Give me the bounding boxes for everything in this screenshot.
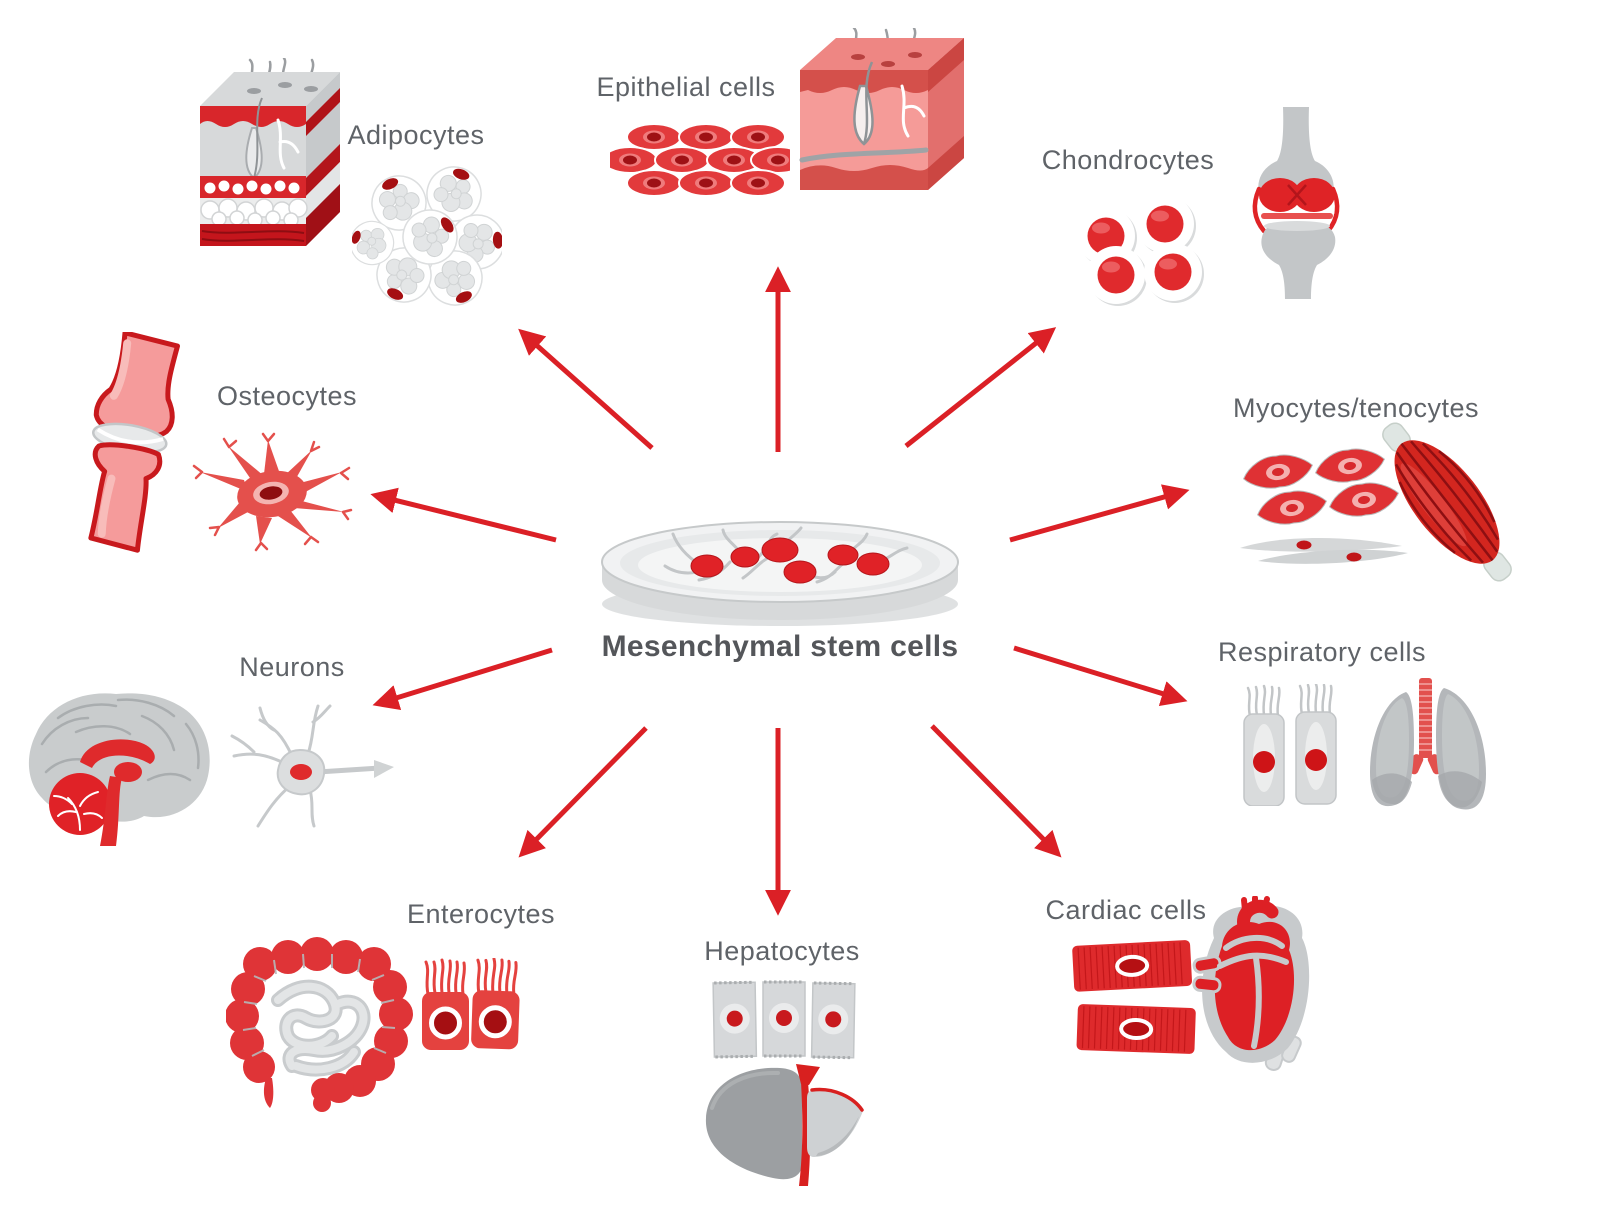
petri-dish-stem-cells-icon — [601, 521, 959, 626]
osteocytes-label: Osteocytes — [216, 381, 358, 411]
chondrocytes-label: Chondrocytes — [1041, 145, 1215, 175]
intestines-icon — [226, 937, 413, 1112]
chondrocyte-cells-icon — [1077, 195, 1204, 306]
enterocytes-label: Enterocytes — [406, 899, 556, 929]
arrow-to-myocytes — [1009, 484, 1190, 543]
arrow-to-neurons — [372, 647, 553, 711]
muscle-icon — [1382, 422, 1512, 582]
arrow-to-respiratory — [1013, 645, 1188, 707]
epithelial-label: Epithelial cells — [596, 72, 776, 102]
neurons-label: Neurons — [239, 652, 345, 682]
cardiac-label: Cardiac cells — [1045, 895, 1207, 925]
myocytes-label: Myocytes/tenocytes — [1232, 393, 1480, 423]
bone-joint-icon — [88, 332, 180, 553]
osteocyte-cell-icon — [192, 432, 353, 552]
myocyte-tenocyte-cells-icon — [1240, 448, 1408, 564]
enterocyte-cells-icon — [420, 958, 528, 1054]
skin-block-icon — [799, 28, 964, 190]
hepatocyte-cells-icon — [712, 980, 857, 1060]
lungs-icon — [1370, 678, 1486, 810]
arrow-to-osteocytes — [370, 487, 557, 543]
center-title: Mesenchymal stem cells — [601, 630, 959, 663]
epithelial-cell-sheet-icon — [610, 123, 790, 197]
adipocytes-label: Adipocytes — [347, 120, 485, 150]
arrow-to-chondrocytes — [904, 327, 1057, 448]
arrow-to-enterocytes — [518, 726, 648, 858]
heart-icon — [1192, 896, 1310, 1071]
respiratory-label: Respiratory cells — [1217, 637, 1427, 667]
hepatocytes-label: Hepatocytes — [704, 936, 860, 966]
knee-joint-icon — [1252, 107, 1340, 299]
liver-icon — [705, 1064, 864, 1186]
arrow-to-cardiac — [930, 724, 1062, 858]
ciliated-cells-icon — [1242, 684, 1338, 806]
brain-icon — [28, 693, 210, 846]
arrow-to-adipocytes — [518, 328, 654, 450]
neuron-icon — [230, 704, 394, 828]
skin-fat-tissue-icon — [200, 58, 340, 246]
adipocyte-cells-icon — [352, 160, 502, 308]
